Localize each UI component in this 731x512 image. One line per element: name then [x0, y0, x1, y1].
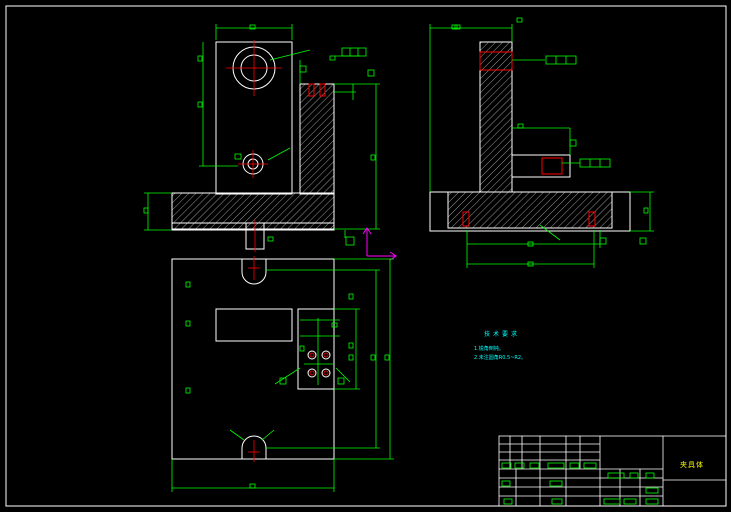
ucs-axis-icon — [362, 227, 397, 261]
top-view-red-details — [248, 256, 329, 462]
side-view — [429, 41, 631, 232]
front-view-dimensions — [144, 24, 380, 238]
title-block-labels — [501, 462, 659, 505]
title-block — [498, 435, 727, 507]
top-view-dim-labels — [185, 281, 390, 489]
technical-requirements: 技术要求 1.锐角倒钝。 2.未注圆角R0.5~R2。 — [474, 330, 526, 363]
side-view-dim-labels — [451, 17, 649, 267]
drawing-border — [5, 5, 727, 507]
tech-req-line-2: 2.未注圆角R0.5~R2。 — [474, 355, 527, 361]
tech-req-line-1: 1.锐角倒钝。 — [474, 346, 504, 352]
top-view — [171, 258, 335, 460]
front-view-dim-labels — [143, 24, 376, 246]
front-view — [171, 41, 335, 250]
front-view-center-lines — [226, 40, 282, 252]
tech-req-heading: 技术要求 — [484, 331, 521, 338]
title-block-part-name: 夹具体 — [680, 461, 704, 469]
top-view-dimensions — [171, 258, 394, 492]
